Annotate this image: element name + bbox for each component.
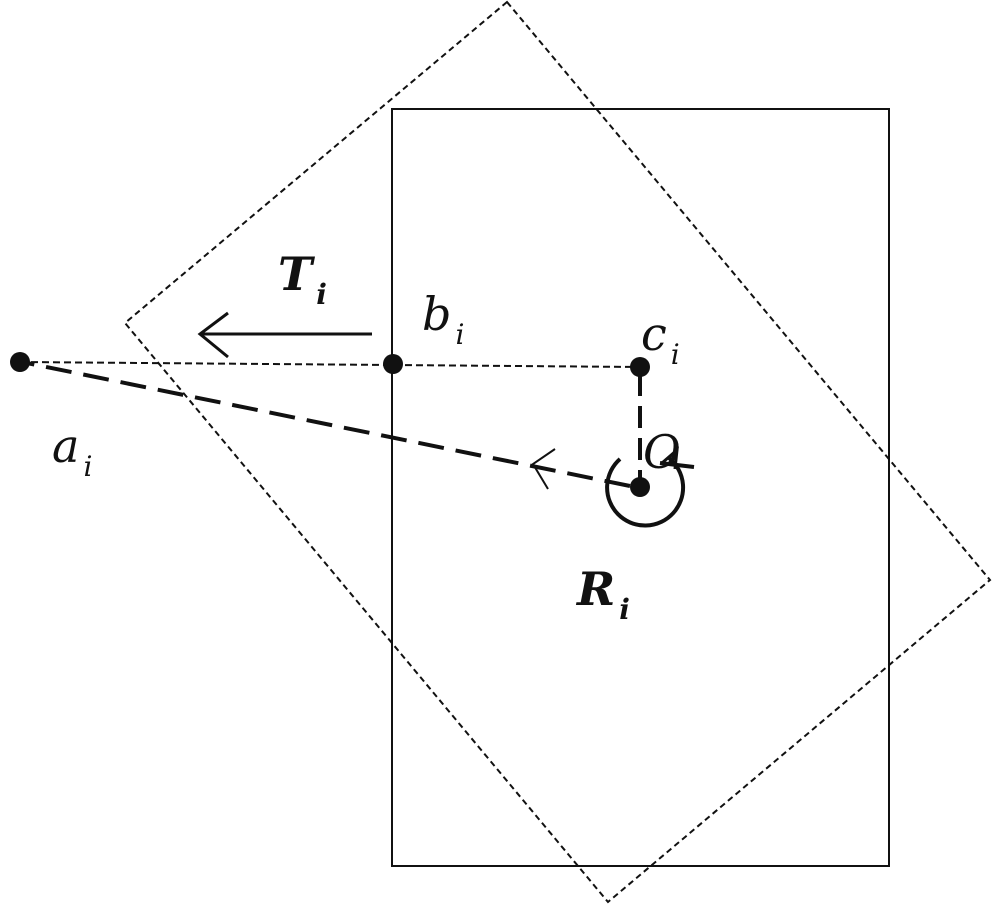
line-a-to-c	[19, 361, 641, 368]
point-a	[10, 352, 30, 372]
rotated-dashed-rectangle	[123, 0, 992, 904]
point-o	[630, 477, 650, 497]
line-o-to-a	[21, 360, 631, 488]
point-b	[383, 354, 403, 374]
translation-arrow	[197, 311, 372, 359]
point-c	[630, 357, 650, 377]
direction-arrowhead	[531, 448, 556, 490]
reference-rectangle	[391, 108, 890, 867]
label-o: O	[643, 425, 681, 479]
rotation-arrow	[605, 446, 695, 528]
